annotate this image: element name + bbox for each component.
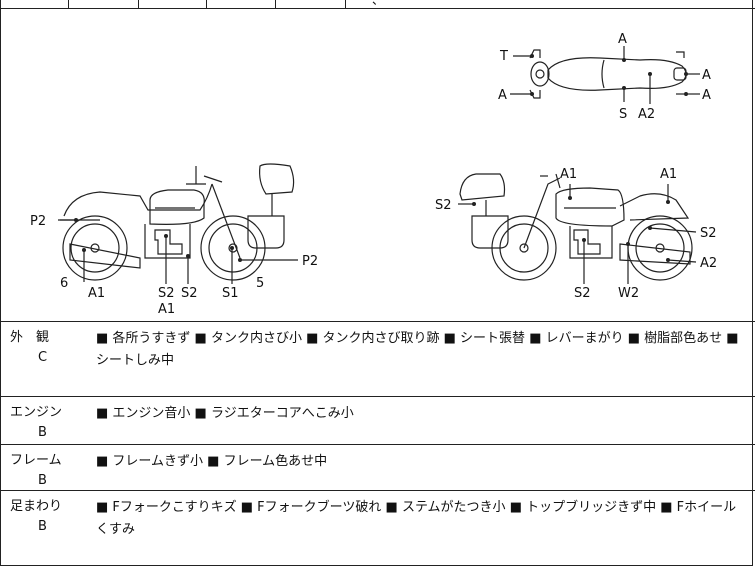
section-engine: エンジン B ■ エンジン音小 ■ ラジエターコアへこみ小 bbox=[0, 396, 755, 444]
category-label: フレーム bbox=[10, 453, 62, 468]
top-view-motorcycle bbox=[529, 49, 687, 99]
grade-label: B bbox=[38, 473, 47, 488]
top-row-divider bbox=[68, 0, 69, 8]
label-5: 5 bbox=[256, 276, 264, 291]
section-description: ■ Fフォークこすりキズ ■ Fフォークブーツ破れ ■ ステムがたつき小 ■ ト… bbox=[96, 500, 737, 537]
label-S1: S1 bbox=[222, 286, 239, 301]
label-A2: A2 bbox=[638, 107, 655, 122]
section-exterior: 外 観 C ■ 各所うすきず ■ タンク内さび小 ■ タンク内さび取り跡 ■ シ… bbox=[0, 321, 755, 396]
label-A2: A2 bbox=[700, 256, 717, 271]
section-description: ■ 各所うすきず ■ タンク内さび小 ■ タンク内さび取り跡 ■ シート張替 ■… bbox=[96, 331, 739, 368]
section-suspension: 足まわり B ■ Fフォークこすりキズ ■ Fフォークブーツ破れ ■ ステムがた… bbox=[0, 490, 755, 561]
label-S2: S2 bbox=[435, 198, 452, 213]
label-A: A bbox=[498, 88, 507, 103]
label-A1: A1 bbox=[560, 167, 577, 182]
label-A: A bbox=[618, 32, 627, 47]
section-category: フレーム B bbox=[10, 451, 80, 491]
top-row-divider bbox=[138, 0, 139, 8]
top-row-divider bbox=[206, 0, 207, 8]
top-row-partial-text: 、 bbox=[372, 0, 385, 7]
grade-label: B bbox=[38, 425, 47, 440]
section-category: 足まわり B bbox=[10, 497, 80, 537]
label-A: A bbox=[702, 88, 711, 103]
label-W2: W2 bbox=[618, 286, 639, 301]
label-A: A bbox=[702, 68, 711, 83]
label-S2: S2 bbox=[700, 226, 717, 241]
top-table-row: 、 bbox=[0, 0, 755, 9]
top-row-divider bbox=[275, 0, 276, 8]
label-S2: S2 bbox=[158, 286, 175, 301]
section-description: ■ エンジン音小 ■ ラジエターコアへこみ小 bbox=[96, 406, 354, 421]
category-label: 外 観 bbox=[10, 330, 50, 345]
left-view-motorcycle bbox=[60, 163, 295, 281]
top-row-divider bbox=[345, 0, 346, 8]
label-T: T bbox=[499, 49, 508, 64]
section-description: ■ フレームきず小 ■ フレーム色あせ中 bbox=[96, 454, 328, 469]
right-view-motorcycle bbox=[459, 173, 693, 281]
section-frame: フレーム B ■ フレームきず小 ■ フレーム色あせ中 bbox=[0, 444, 755, 490]
label-P2: P2 bbox=[30, 214, 46, 229]
label-P2: P2 bbox=[302, 254, 318, 269]
label-A1: A1 bbox=[660, 167, 677, 182]
label-A1: A1 bbox=[158, 302, 175, 317]
category-label: 足まわり bbox=[10, 499, 63, 514]
motorcycle-diagram-svg: T A A S A2 A A P2 6 A1 S2 A1 S2 S1 5 P2 … bbox=[30, 32, 717, 317]
grade-label: B bbox=[38, 519, 47, 534]
label-6: 6 bbox=[60, 276, 68, 291]
category-label: エンジン bbox=[10, 405, 63, 420]
label-A1: A1 bbox=[88, 286, 105, 301]
section-category: エンジン B bbox=[10, 403, 80, 443]
damage-diagram: T A A S A2 A A P2 6 A1 S2 A1 S2 S1 5 P2 … bbox=[0, 8, 755, 321]
label-S2: S2 bbox=[574, 286, 591, 301]
grade-label: C bbox=[38, 350, 48, 365]
label-S: S bbox=[619, 107, 627, 122]
label-S2: S2 bbox=[181, 286, 198, 301]
section-category: 外 観 C bbox=[10, 328, 80, 368]
